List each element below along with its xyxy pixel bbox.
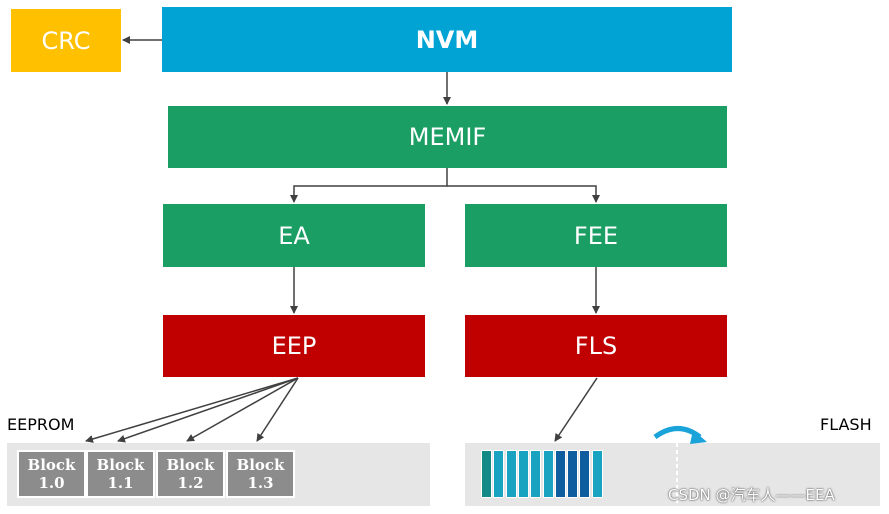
connector-memif-split — [290, 168, 448, 203]
flash-page-cell — [530, 450, 542, 498]
arrow-fls-to-flash — [554, 377, 598, 442]
eeprom-block: Block 1.0 — [17, 450, 86, 498]
flash-page-cell — [542, 450, 554, 498]
eeprom-block: Block 1.3 — [226, 450, 295, 498]
eep-box: EEP — [163, 315, 425, 377]
block-id: 1.1 — [107, 474, 134, 492]
block-title: Block — [166, 456, 215, 474]
block-title: Block — [27, 456, 76, 474]
flash-page-cell — [579, 450, 591, 498]
eep-label: EEP — [271, 332, 317, 360]
arrow-eep-to-block-1-3 — [256, 377, 299, 442]
memif-box: MEMIF — [168, 106, 727, 168]
arrow-eep-to-block-1-1 — [117, 377, 299, 443]
eeprom-block: Block 1.1 — [86, 450, 155, 498]
ea-box: EA — [163, 204, 425, 267]
connector-memif-to-fee — [447, 185, 600, 203]
flash-page-cell — [591, 450, 603, 498]
fls-box: FLS — [465, 315, 727, 377]
ea-label: EA — [278, 221, 310, 250]
memif-label: MEMIF — [408, 123, 487, 151]
flash-page-cell — [481, 450, 492, 498]
block-id: 1.2 — [177, 474, 204, 492]
crc-box: CRC — [11, 9, 121, 72]
flash-page-cell — [517, 450, 529, 498]
fls-label: FLS — [574, 332, 618, 360]
flash-page-cell — [493, 450, 505, 498]
watermark: CSDN @汽车人——EEA — [668, 486, 835, 504]
flash-page-cell — [554, 450, 566, 498]
flash-page-cell — [567, 450, 579, 498]
block-id: 1.3 — [247, 474, 274, 492]
nvm-box: NVM — [162, 7, 732, 72]
block-id: 1.0 — [38, 474, 65, 492]
fee-label: FEE — [573, 221, 619, 250]
crc-label: CRC — [41, 26, 91, 55]
block-title: Block — [96, 456, 145, 474]
flash-label: FLASH — [820, 415, 872, 434]
arrow-eep-to-block-1-2 — [186, 377, 299, 442]
eeprom-block: Block 1.2 — [156, 450, 225, 498]
block-title: Block — [236, 456, 285, 474]
fee-box: FEE — [465, 204, 727, 267]
nvm-label: NVM — [415, 25, 479, 54]
eeprom-label: EEPROM — [7, 415, 75, 434]
arrow-eep-to-block-1-0 — [85, 377, 299, 443]
flash-page-cell — [505, 450, 517, 498]
